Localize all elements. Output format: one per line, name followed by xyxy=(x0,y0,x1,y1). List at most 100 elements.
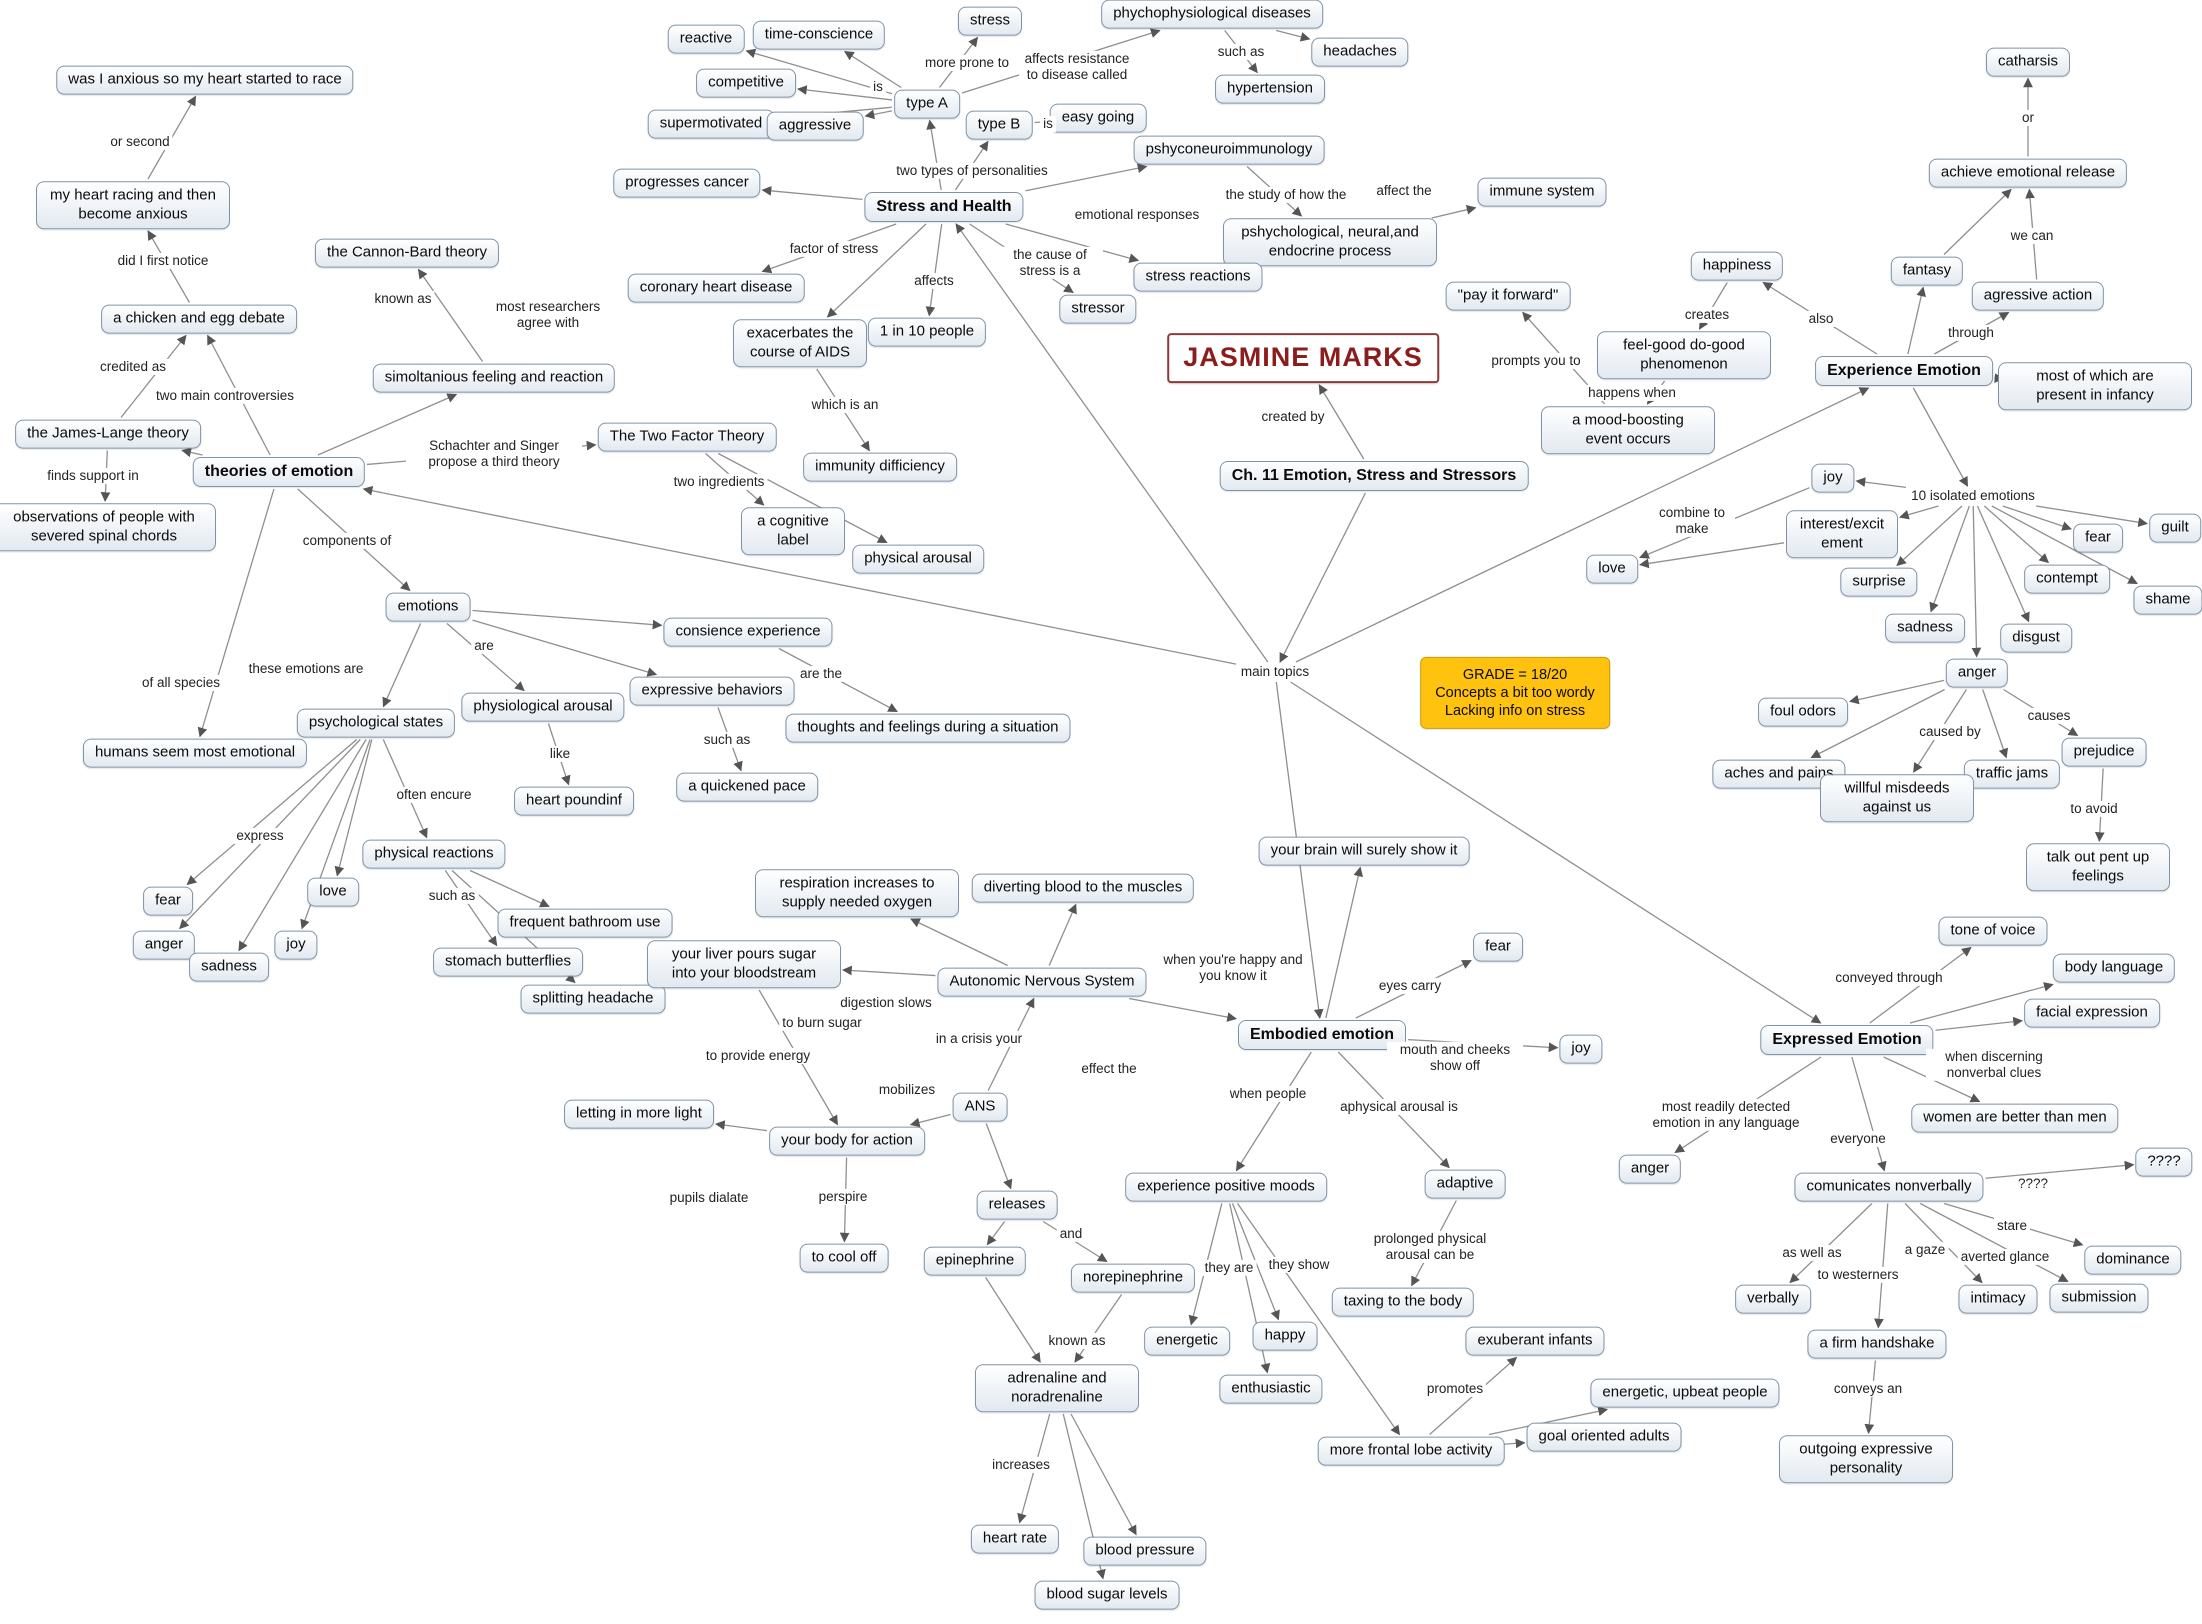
node-immunity-def[interactable]: immunity difficiency xyxy=(803,452,957,482)
node-intimacy[interactable]: intimacy xyxy=(1958,1284,2038,1314)
node-headaches[interactable]: headaches xyxy=(1311,37,1409,67)
node-heart-racing[interactable]: my heart racing and then become anxious xyxy=(36,181,230,229)
node-joy-mid[interactable]: joy xyxy=(1559,1034,1603,1064)
node-submission[interactable]: submission xyxy=(2049,1283,2149,1313)
node-grade[interactable]: GRADE = 18/20 Concepts a bit too wordy L… xyxy=(1420,656,1610,730)
node-was-anxious[interactable]: was I anxious so my heart started to rac… xyxy=(56,65,354,95)
node-sadness-left[interactable]: sadness xyxy=(189,952,269,982)
node-diverting-blood[interactable]: diverting blood to the muscles xyxy=(971,873,1195,903)
node-easy-going[interactable]: easy going xyxy=(1049,103,1147,133)
node-anger-left[interactable]: anger xyxy=(132,930,196,960)
node-thoughts-feelings[interactable]: thoughts and feelings during a situation xyxy=(785,713,1071,743)
node-stress-reactions[interactable]: stress reactions xyxy=(1133,262,1263,292)
node-severed-spinal[interactable]: observations of people with severed spin… xyxy=(0,503,216,551)
node-physical-arousal[interactable]: physical arousal xyxy=(852,544,984,574)
node-expressed[interactable]: Expressed Emotion xyxy=(1760,1025,1934,1055)
node-feel-good[interactable]: feel-good do-good phenomenon xyxy=(1597,331,1771,379)
node-psychological-states[interactable]: psychological states xyxy=(296,708,456,738)
node-pay-forward[interactable]: "pay it forward" xyxy=(1445,281,1571,311)
node-stress-health[interactable]: Stress and Health xyxy=(864,192,1024,222)
node-love-right[interactable]: love xyxy=(1586,554,1638,584)
node-surprise[interactable]: surprise xyxy=(1840,567,1918,597)
node-taxing[interactable]: taxing to the body xyxy=(1331,1287,1475,1317)
node-stressor[interactable]: stressor xyxy=(1059,294,1137,324)
node-contempt[interactable]: contempt xyxy=(2024,564,2110,594)
node-handshake[interactable]: a firm handshake xyxy=(1807,1329,1947,1359)
node-fantasy[interactable]: fantasy xyxy=(1890,256,1964,286)
node-willful-misdeeds[interactable]: willful misdeeds against us xyxy=(1820,774,1974,822)
node-happy[interactable]: happy xyxy=(1252,1321,1318,1351)
node-one-in-ten[interactable]: 1 in 10 people xyxy=(867,317,987,347)
node-energetic[interactable]: energetic xyxy=(1144,1326,1230,1356)
node-body-action[interactable]: your body for action xyxy=(769,1126,925,1156)
node-facial-expression[interactable]: facial expression xyxy=(2024,998,2160,1028)
node-catharsis[interactable]: catharsis xyxy=(1985,47,2071,77)
node-exuberant[interactable]: exuberant infants xyxy=(1465,1326,1605,1356)
node-upbeat[interactable]: energetic, upbeat people xyxy=(1590,1378,1780,1408)
node-aggressive-action[interactable]: agressive action xyxy=(1971,281,2105,311)
node-anger-right[interactable]: anger xyxy=(1945,658,2009,688)
node-sadness-right[interactable]: sadness xyxy=(1885,613,1965,643)
node-brain-show[interactable]: your brain will surely show it xyxy=(1258,836,1470,866)
node-coronary[interactable]: coronary heart disease xyxy=(627,273,805,303)
node-blood-pressure[interactable]: blood pressure xyxy=(1083,1536,1207,1566)
node-theories-emotion[interactable]: theories of emotion xyxy=(192,457,366,487)
node-prejudice[interactable]: prejudice xyxy=(2061,737,2147,767)
node-stomach-butterflies[interactable]: stomach butterflies xyxy=(433,947,583,977)
node-foul-odors[interactable]: foul odors xyxy=(1758,697,1848,727)
node-frontal-lobe[interactable]: more frontal lobe activity xyxy=(1317,1436,1505,1466)
node-supermotivated[interactable]: supermotivated xyxy=(647,109,775,139)
node-stress-node[interactable]: stress xyxy=(957,6,1023,36)
node-physiological-arousal[interactable]: physiological arousal xyxy=(461,692,625,722)
node-time-conscience[interactable]: time-conscience xyxy=(752,20,886,50)
node-liver-sugar[interactable]: your liver pours sugar into your bloodst… xyxy=(647,940,841,988)
node-james-lange[interactable]: the James-Lange theory xyxy=(15,419,201,449)
node-adaptive[interactable]: adaptive xyxy=(1424,1169,1506,1199)
node-traffic-jams[interactable]: traffic jams xyxy=(1963,759,2061,789)
node-splitting-headache[interactable]: splitting headache xyxy=(520,984,666,1014)
node-respiration[interactable]: respiration increases to supply needed o… xyxy=(755,869,959,917)
node-cannon-bard[interactable]: the Cannon-Bard theory xyxy=(314,238,500,268)
node-fear-right[interactable]: fear xyxy=(2073,523,2123,553)
node-exp-positive[interactable]: experience positive moods xyxy=(1125,1172,1327,1202)
node-joy-right[interactable]: joy xyxy=(1811,463,1855,493)
node-guilt[interactable]: guilt xyxy=(2149,513,2201,543)
node-releases[interactable]: releases xyxy=(976,1190,1058,1220)
node-humans-most-emotional[interactable]: humans seem most emotional xyxy=(82,738,308,768)
node-women-better[interactable]: women are better than men xyxy=(1911,1103,2119,1133)
node-love-left[interactable]: love xyxy=(307,877,359,907)
node-happiness[interactable]: happiness xyxy=(1690,251,1784,281)
node-fear-left[interactable]: fear xyxy=(143,886,193,916)
node-outgoing[interactable]: outgoing expressive personality xyxy=(1779,1435,1953,1483)
node-frequent-bathroom[interactable]: frequent bathroom use xyxy=(497,908,673,938)
node-infancy[interactable]: most of which are present in infancy xyxy=(1998,362,2192,410)
node-anger-mid[interactable]: anger xyxy=(1618,1154,1682,1184)
node-ch11[interactable]: Ch. 11 Emotion, Stress and Stressors xyxy=(1219,461,1529,491)
node-type-b[interactable]: type B xyxy=(965,110,1033,140)
node-joy-left[interactable]: joy xyxy=(274,930,318,960)
node-blood-sugar[interactable]: blood sugar levels xyxy=(1034,1580,1180,1610)
node-physical-reactions[interactable]: physical reactions xyxy=(362,839,506,869)
node-cool-off[interactable]: to cool off xyxy=(799,1243,889,1273)
node-qmarks[interactable]: ???? xyxy=(2135,1147,2193,1177)
node-aggressive[interactable]: aggressive xyxy=(766,111,864,141)
node-simultaneous[interactable]: simoltanious feeling and reaction xyxy=(372,363,616,393)
node-two-factor[interactable]: The Two Factor Theory xyxy=(597,422,777,452)
node-hypertension[interactable]: hypertension xyxy=(1215,74,1325,104)
node-psychophys[interactable]: phychophysiological diseases xyxy=(1101,0,1323,29)
node-quickened-pace[interactable]: a quickened pace xyxy=(676,772,818,802)
node-verbally[interactable]: verbally xyxy=(1735,1284,1811,1314)
node-talk-out[interactable]: talk out pent up feelings xyxy=(2026,843,2170,891)
node-enthusiastic[interactable]: enthusiastic xyxy=(1219,1374,1323,1404)
node-body-language[interactable]: body language xyxy=(2052,953,2176,983)
node-expressive-behaviors[interactable]: expressive behaviors xyxy=(629,676,795,706)
node-exacerbates-aids[interactable]: exacerbates the course of AIDS xyxy=(733,319,867,367)
node-adrenaline[interactable]: adrenaline and noradrenaline xyxy=(975,1364,1139,1412)
node-psych-neural[interactable]: pshychological, neural,and endocrine pro… xyxy=(1223,218,1437,266)
node-cognitive-label[interactable]: a cognitive label xyxy=(741,507,845,555)
node-heart-pounding[interactable]: heart poundinf xyxy=(514,786,634,816)
node-chicken-egg[interactable]: a chicken and egg debate xyxy=(101,304,297,334)
node-tone-voice[interactable]: tone of voice xyxy=(1938,916,2048,946)
node-epinephrine[interactable]: epinephrine xyxy=(923,1246,1027,1276)
node-communicates[interactable]: comunicates nonverbally xyxy=(1794,1172,1984,1202)
